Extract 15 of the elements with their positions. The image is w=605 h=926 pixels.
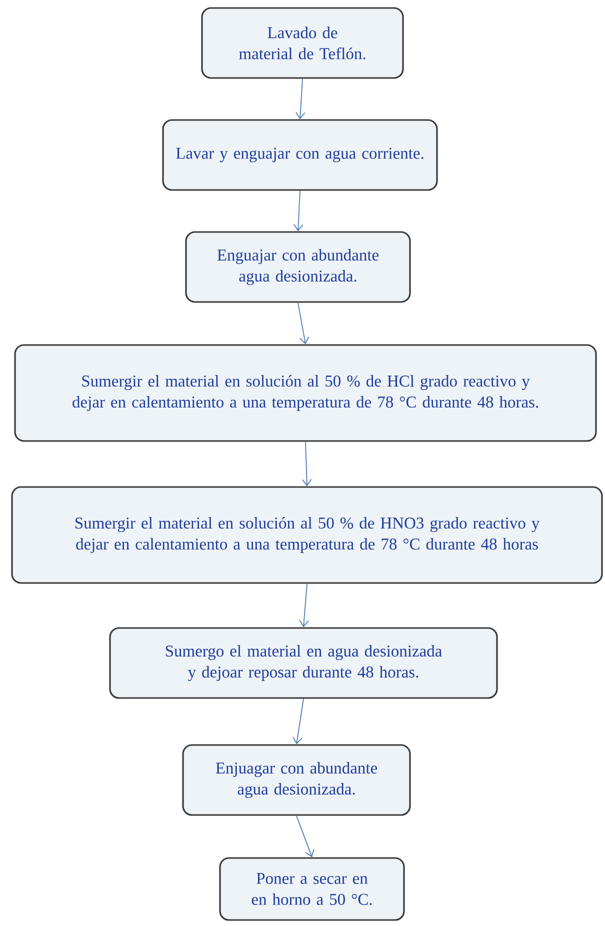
process-box: Poner a secar en en horno a 50 °C. <box>219 857 405 921</box>
process-box: Sumergir el material en solución al 50 % de HNO3 grado reactivo y dejar en calentamiento a una temperatura de 78 °C durante 48 horas <box>11 486 603 584</box>
arrow <box>293 190 304 232</box>
arrow <box>298 302 310 344</box>
process-box: Sumergir el material en solución al 50 % de HCl grado reactivo y dejar en calentamiento a una temperatura de 78 °C durante 48 horas. <box>14 344 597 442</box>
arrow <box>299 583 309 628</box>
process-box: Sumergo el material en agua desionizada y dejoar reposar durante 48 horas. <box>109 627 498 699</box>
process-box: Enjuagar con abundante agua desionizada. <box>182 744 411 816</box>
arrow <box>295 78 306 120</box>
process-box: Lavar y enguajar con agua corriente. <box>162 119 438 191</box>
arrow <box>292 698 304 744</box>
arrow <box>296 815 314 858</box>
arrow <box>302 441 312 486</box>
process-box: Lavado de material de Teflón. <box>201 7 404 79</box>
process-box: Enguajar con abundante agua desionizada. <box>185 231 411 303</box>
